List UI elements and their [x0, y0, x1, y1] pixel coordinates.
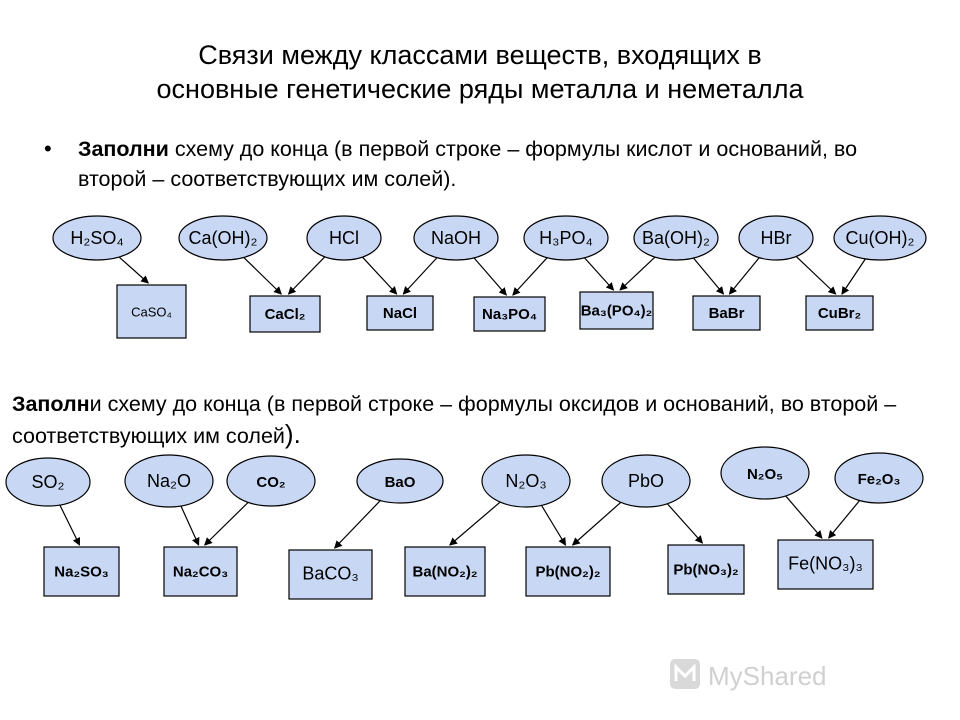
d2-node-n2o3: N₂O₃ [481, 454, 571, 508]
d2-arrow [785, 495, 823, 539]
d2-node-label: Na₂O [147, 471, 191, 491]
d2-salt-pb-no2-2: Pb(NO₂)₂ [525, 546, 611, 597]
d1-salt-label: CaCl₂ [265, 306, 306, 323]
d2-node-co2: CO₂ [226, 455, 316, 507]
d1-node-label: NaOH [431, 228, 481, 248]
d1-node-label: Ba(OH)₂ [642, 228, 710, 248]
d1-node-label: H₂SO₄ [70, 228, 123, 248]
d1-node-hbr: HBr [738, 215, 814, 261]
d2-salt-label: BaCO₃ [302, 564, 358, 584]
d1-node-label: Ca(OH)₂ [189, 228, 258, 248]
d1-salt-cubr2: CuBr₂ [805, 295, 874, 331]
d1-arrow [795, 256, 837, 295]
d2-arrow [333, 500, 381, 549]
d1-arrow [692, 257, 725, 295]
d2-node-label: Fe₂O₃ [858, 471, 901, 488]
d2-arrow [666, 503, 704, 544]
d2-salt-na2co3: Na₂CO₃ [163, 546, 238, 597]
d1-node-label: HCl [329, 228, 359, 248]
d2-salt-na2so3: Na₂SO₃ [43, 546, 120, 597]
d1-arrow [402, 257, 438, 295]
d2-salt-label: Fe(NO₃)₃ [788, 554, 863, 574]
d2-arrow [540, 505, 566, 546]
d2-salt-label: Na₂SO₃ [54, 564, 109, 581]
d1-node-hcl: HCl [306, 215, 382, 261]
d1-arrow [361, 256, 398, 295]
watermark-text: MyShared [708, 661, 827, 691]
d1-arrow [473, 257, 507, 296]
myshared-watermark: MyShared [670, 659, 827, 691]
d1-arrow [118, 256, 149, 284]
d2-salt-pb-no3-2: Pb(NO₃)₂ [667, 544, 745, 595]
d1-salt-label: Na₃PO₄ [482, 306, 537, 323]
d2-node-label: BaO [385, 474, 416, 491]
d1-salt-label: Ba₃(PO₄)₂ [581, 303, 653, 320]
d2-node-n2o5: N₂O₅ [720, 446, 810, 500]
d1-arrow [243, 256, 282, 295]
instruction-2: Заполни схему до конца (в первой строке … [12, 389, 912, 451]
d1-arrow [287, 256, 326, 295]
d1-salt-label: CaSO₄ [131, 305, 172, 320]
d1-node-label: HBr [761, 228, 792, 248]
d1-arrow [619, 256, 656, 291]
d1-salt-nacl: NaCl [366, 295, 434, 331]
d2-salt-label: Pb(NO₂)₂ [536, 564, 601, 581]
d2-arrow [828, 500, 861, 539]
d1-arrow [584, 257, 615, 291]
d1-salt-caso4: CaSO₄ [116, 284, 187, 339]
d1-node-cu-oh-2: Cu(OH)₂ [833, 215, 927, 261]
d1-salt-label: BaBr [709, 305, 745, 322]
d2-salt-label: Ba(NO₂)₂ [413, 564, 478, 581]
d1-node-h3po4: H₃PO₄ [523, 215, 609, 261]
d1-node-label: H₃PO₄ [539, 228, 593, 248]
instruction-2-bold: Заполн [12, 392, 90, 416]
d2-arrow [180, 505, 200, 546]
d2-node-label: N₂O₅ [747, 466, 783, 483]
d1-salt-ba3-po4-2: Ba₃(PO₄)₂ [579, 291, 654, 330]
d2-node-fe2o3: Fe₂O₃ [834, 452, 924, 504]
d2-salt-label: Na₂CO₃ [173, 564, 228, 581]
d2-salt-fe-no3-3: Fe(NO₃)₃ [777, 539, 874, 590]
d2-node-so2: SO₂ [5, 457, 91, 507]
d1-arrow [512, 257, 548, 296]
d2-arrow [449, 501, 501, 546]
d2-arrow [204, 501, 249, 546]
d2-arrow [59, 504, 81, 546]
d1-arrow [728, 257, 760, 295]
instruction-2-text: и схему до конца (в первой строке – форм… [12, 392, 897, 448]
d2-arrow [571, 501, 622, 546]
d1-salt-babr: BaBr [692, 295, 761, 331]
d1-node-ca-oh-2: Ca(OH)₂ [178, 215, 268, 261]
d2-node-pbo: PbO [601, 454, 691, 508]
d1-node-h2so4: H₂SO₄ [52, 215, 142, 261]
d1-salt-na3po4: Na₃PO₄ [473, 296, 546, 332]
instruction-1: Заполни схему до конца (в первой строке … [78, 134, 908, 194]
slide-title: Связи между классами веществ, входящих в… [0, 38, 960, 106]
d2-node-label: SO₂ [32, 472, 65, 492]
d2-salt-baco3: BaCO₃ [288, 549, 373, 600]
d2-node-bao: BaO [356, 458, 444, 504]
instruction-1-text: схему до конца (в первой строке – формул… [78, 137, 858, 191]
bullet-dot: • [44, 136, 52, 161]
d2-node-na2o: Na₂O [124, 454, 214, 508]
d1-node-ba-oh-2: Ba(OH)₂ [633, 215, 719, 261]
d2-salt-label: Pb(NO₃)₂ [673, 562, 738, 579]
d1-salt-label: NaCl [383, 305, 417, 322]
d1-node-naoh: NaOH [413, 215, 499, 261]
title-line-2: основные генетические ряды металла и нем… [156, 74, 804, 104]
d2-salt-ba-no2-2: Ba(NO₂)₂ [404, 546, 486, 597]
d2-node-label: N₂O₃ [505, 471, 546, 491]
title-line-1: Связи между классами веществ, входящих в [198, 40, 762, 70]
d1-node-label: Cu(OH)₂ [846, 228, 915, 248]
instruction-1-bold: Заполни [78, 137, 169, 161]
d1-arrow [841, 258, 866, 295]
d1-salt-label: CuBr₂ [818, 305, 861, 322]
d1-salt-cacl2: CaCl₂ [249, 295, 321, 333]
instruction-2-end: ). [284, 419, 301, 449]
d2-node-label: PbO [628, 471, 664, 491]
d2-node-label: CO₂ [256, 474, 285, 491]
